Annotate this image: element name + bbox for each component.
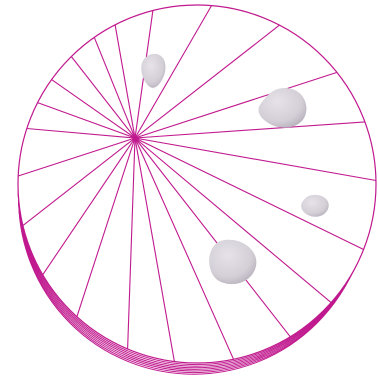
dish-face[interactable] — [18, 5, 376, 363]
